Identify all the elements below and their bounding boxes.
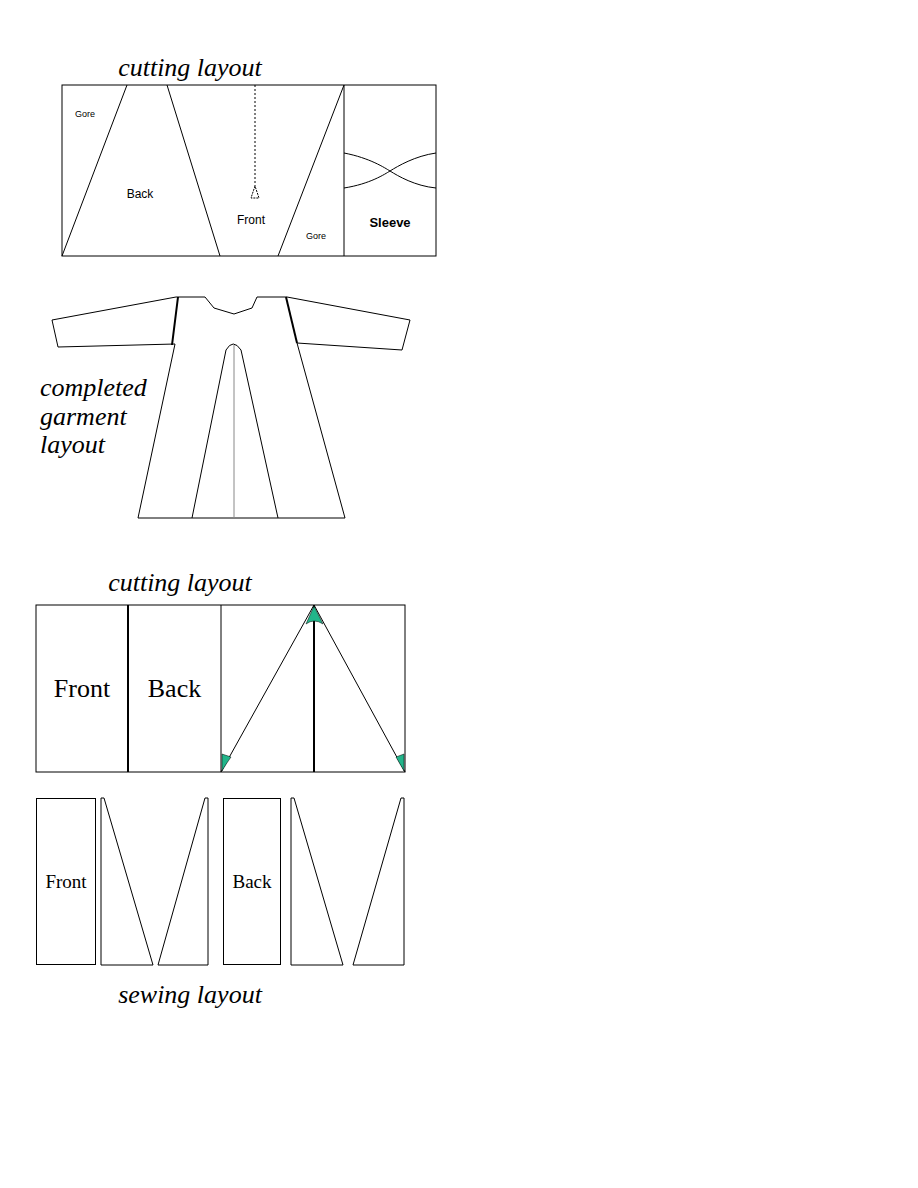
cut-line <box>62 85 127 256</box>
gore-piece <box>158 798 208 965</box>
gore-seam <box>172 297 178 345</box>
pattern-piece: Front <box>37 606 127 771</box>
section-title: completed garment layout <box>40 374 168 460</box>
piece-label: Front <box>237 214 265 227</box>
sleeve-curve <box>344 153 436 188</box>
piece-name: Front <box>54 674 110 704</box>
piece-name: Back <box>148 674 201 704</box>
section-title: sewing layout <box>118 981 262 1010</box>
cut-line <box>167 85 220 256</box>
center-seam <box>234 345 235 518</box>
cut-line <box>314 605 405 772</box>
waste-triangle <box>396 754 404 771</box>
piece-label: Back <box>127 188 154 201</box>
piece-name: Front <box>45 871 86 893</box>
section-title: cutting layout <box>108 569 252 598</box>
fabric-outline <box>62 85 436 256</box>
front-gore <box>192 344 278 518</box>
piece-label: Gore <box>306 232 326 242</box>
sleeve-curve <box>344 153 436 188</box>
cut-line <box>278 85 344 256</box>
gore-seam <box>286 297 297 343</box>
slit-line <box>255 85 256 186</box>
gore-piece <box>101 798 153 965</box>
pattern-piece: Back <box>129 606 220 771</box>
cut-line <box>344 85 345 256</box>
pattern-piece: Front <box>36 798 96 965</box>
section-title: cutting layout <box>118 54 262 83</box>
cut-line <box>127 605 129 772</box>
piece-name: Back <box>232 871 271 893</box>
piece-label: Sleeve <box>369 216 410 230</box>
cut-line <box>221 605 222 772</box>
gore-piece <box>353 798 404 965</box>
cut-line <box>221 605 314 772</box>
waste-triangle <box>222 754 231 771</box>
pattern-piece: Back <box>223 798 281 965</box>
cut-line <box>313 605 315 772</box>
slit-end <box>251 186 259 198</box>
piece-label: Gore <box>75 110 95 120</box>
gore-piece <box>291 798 343 965</box>
fabric-outline <box>36 605 405 772</box>
waste-triangle <box>306 606 323 624</box>
